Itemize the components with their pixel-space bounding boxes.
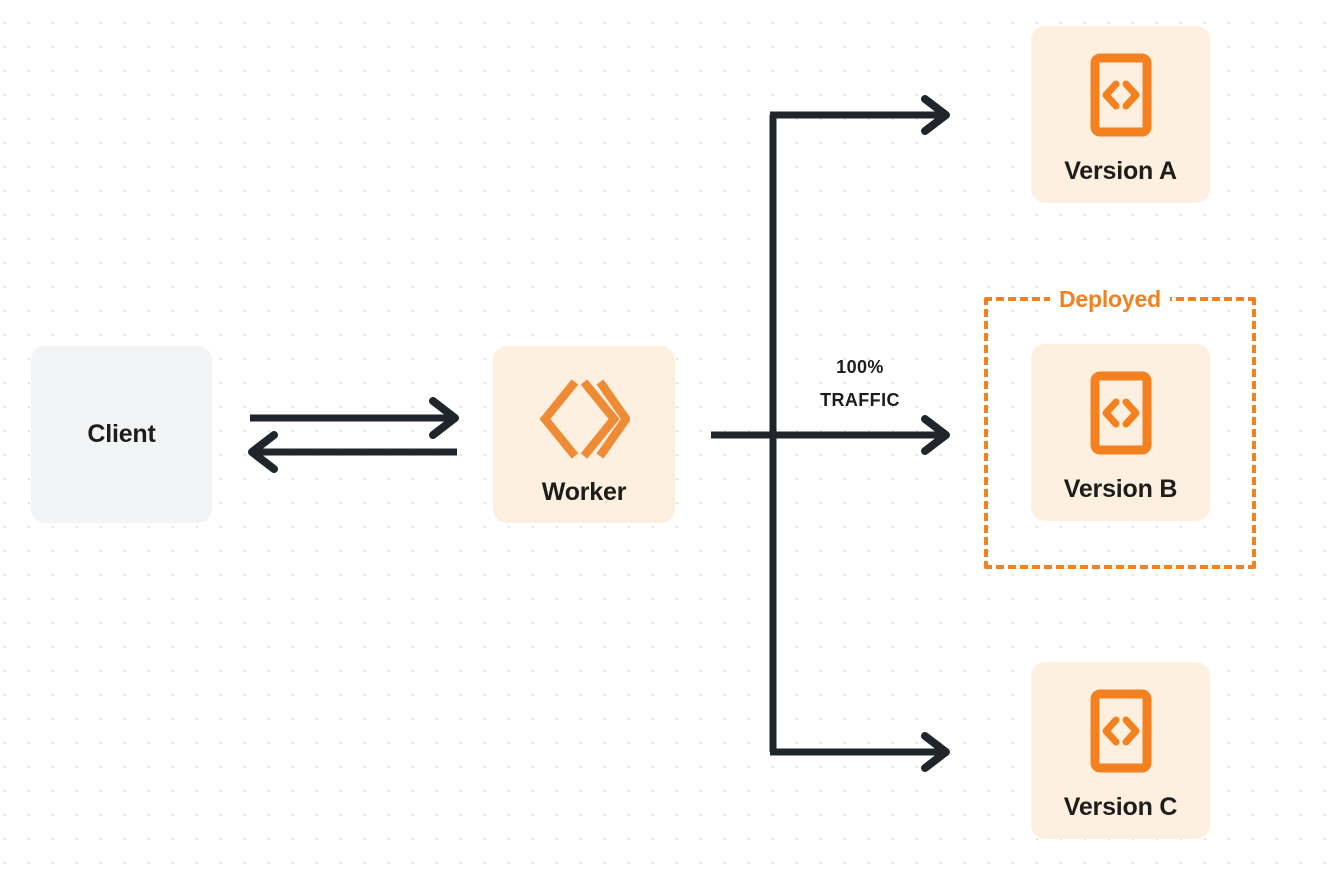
node-version-b-label: Version B — [1063, 475, 1178, 503]
deployed-label: Deployed — [1050, 286, 1170, 312]
node-version-c[interactable]: Version C — [1031, 662, 1210, 839]
traffic-label: 100% TRAFFIC — [790, 351, 930, 417]
traffic-word: TRAFFIC — [820, 390, 900, 410]
code-file-icon — [1090, 371, 1152, 455]
connector-worker-to-version-b — [711, 415, 950, 455]
node-version-a[interactable]: Version A — [1031, 26, 1210, 203]
cloudflare-workers-logo-icon — [538, 376, 630, 462]
traffic-percent: 100% — [836, 357, 884, 377]
connector-worker-to-version-c — [770, 732, 950, 772]
node-version-b[interactable]: Version B — [1031, 344, 1210, 521]
node-version-c-label: Version C — [1063, 793, 1178, 821]
connector-worker-to-version-a — [770, 95, 950, 135]
connector-worker-to-client — [248, 431, 457, 473]
code-file-icon — [1090, 689, 1152, 773]
connector-client-to-worker — [250, 397, 459, 439]
node-version-a-label: Version A — [1064, 157, 1177, 185]
node-client[interactable]: Client — [31, 346, 212, 523]
node-worker-label: Worker — [541, 478, 627, 506]
node-client-label: Client — [87, 420, 156, 448]
code-file-icon — [1090, 53, 1152, 137]
node-worker[interactable]: Worker — [493, 346, 675, 523]
